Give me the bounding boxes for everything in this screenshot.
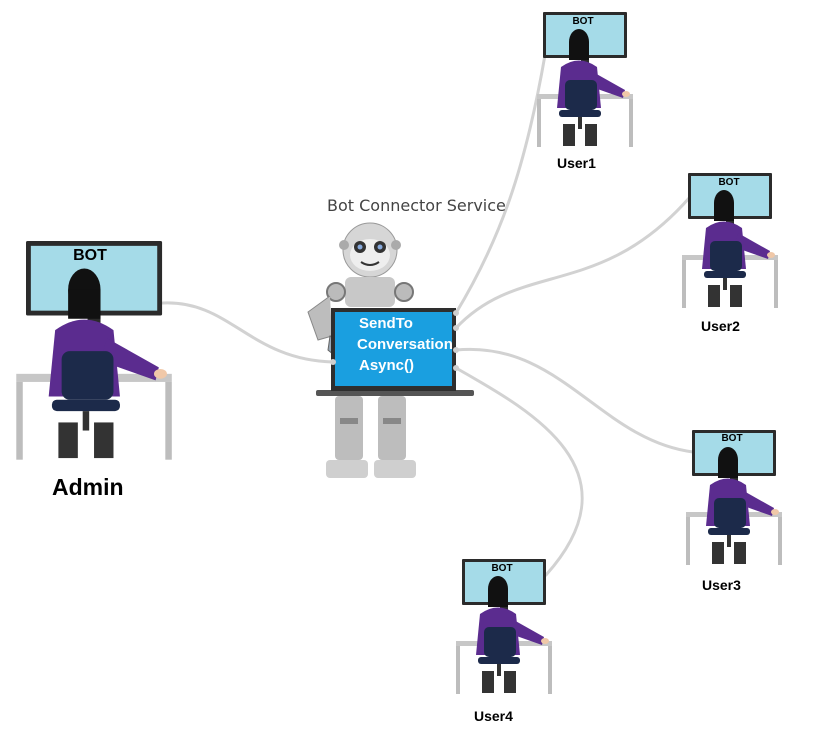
method-call-label: SendTo Conversation Async()	[337, 313, 453, 383]
admin-label: Admin	[52, 474, 124, 500]
service-label: Bot Connector Service	[327, 196, 506, 215]
user3-workstation	[686, 430, 782, 565]
method-line-1: SendTo	[359, 315, 413, 332]
user1-label: User1	[557, 155, 596, 171]
admin-screen-label: BOT	[73, 247, 107, 264]
user4-label: User4	[474, 708, 513, 724]
connector-user3	[454, 347, 695, 454]
connector-user2	[454, 195, 692, 330]
method-line-3: Async()	[359, 357, 415, 374]
admin-workstation	[16, 241, 172, 460]
robot-icon	[307, 222, 474, 478]
user3-label: User3	[702, 577, 741, 593]
user4-workstation	[456, 559, 552, 694]
connector-ports	[330, 310, 459, 371]
connector-user4	[454, 366, 584, 577]
user4-screen-label: BOT	[491, 563, 512, 574]
connector-admin	[161, 301, 335, 364]
user1-workstation	[537, 12, 633, 147]
user1-screen-label: BOT	[572, 16, 593, 27]
user2-label: User2	[701, 318, 740, 334]
method-line-2: Conversation	[357, 336, 453, 353]
user2-screen-label: BOT	[718, 177, 739, 188]
connector-user1	[454, 53, 547, 315]
user3-screen-label: BOT	[721, 433, 742, 444]
user2-workstation	[682, 173, 778, 308]
